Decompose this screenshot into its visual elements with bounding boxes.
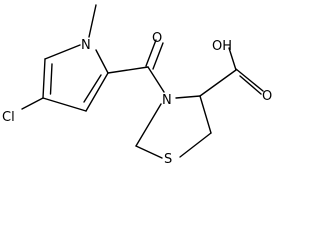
bond-c-cl <box>21 97 44 110</box>
bond-pyrrole-n-c5 <box>44 44 81 60</box>
bond-carbonyl-o-1 <box>145 39 157 67</box>
atom-o-carbonyl: O <box>152 31 162 46</box>
bond-pyrrole-c4-c3 <box>42 97 87 112</box>
bond-c4-n <box>175 95 201 99</box>
bond-c5-c4 <box>199 95 212 134</box>
atom-o-acid: O <box>262 89 272 104</box>
bond-methyl <box>88 4 97 38</box>
bond-pyrrole-c3-c2 <box>85 72 109 112</box>
bond-cooh-o-1 <box>235 68 264 92</box>
bond-pyrrole-c3-c2-inner <box>83 74 102 103</box>
bond-n-c2 <box>135 103 162 147</box>
bond-c4-cooh <box>199 69 237 97</box>
atom-labels: N Cl O N S OH O <box>2 31 272 167</box>
bond-pyrrole-c5-c4 <box>42 58 46 99</box>
bond-cooh-oh <box>228 47 237 71</box>
bond-cooh-o-2 <box>239 75 262 95</box>
bonds <box>21 4 264 159</box>
bond-carbonyl-n <box>147 66 165 93</box>
bond-pyrrole-c5-c4-inner <box>49 63 53 95</box>
atom-n-thiazolidine: N <box>162 93 172 108</box>
atom-cl: Cl <box>2 110 15 125</box>
bond-s-c5 <box>179 132 212 158</box>
bond-c2-s <box>135 145 163 159</box>
atom-n-pyrrole: N <box>81 38 91 53</box>
atom-s: S <box>164 152 172 167</box>
bond-pyrrole-c2-n <box>95 49 109 74</box>
bond-carbonyl-o-2 <box>152 42 164 70</box>
molecule-diagram: N Cl O N S OH O <box>2 4 272 167</box>
bond-pyrrole-carbonyl <box>107 66 149 74</box>
atom-oh: OH <box>212 39 232 54</box>
